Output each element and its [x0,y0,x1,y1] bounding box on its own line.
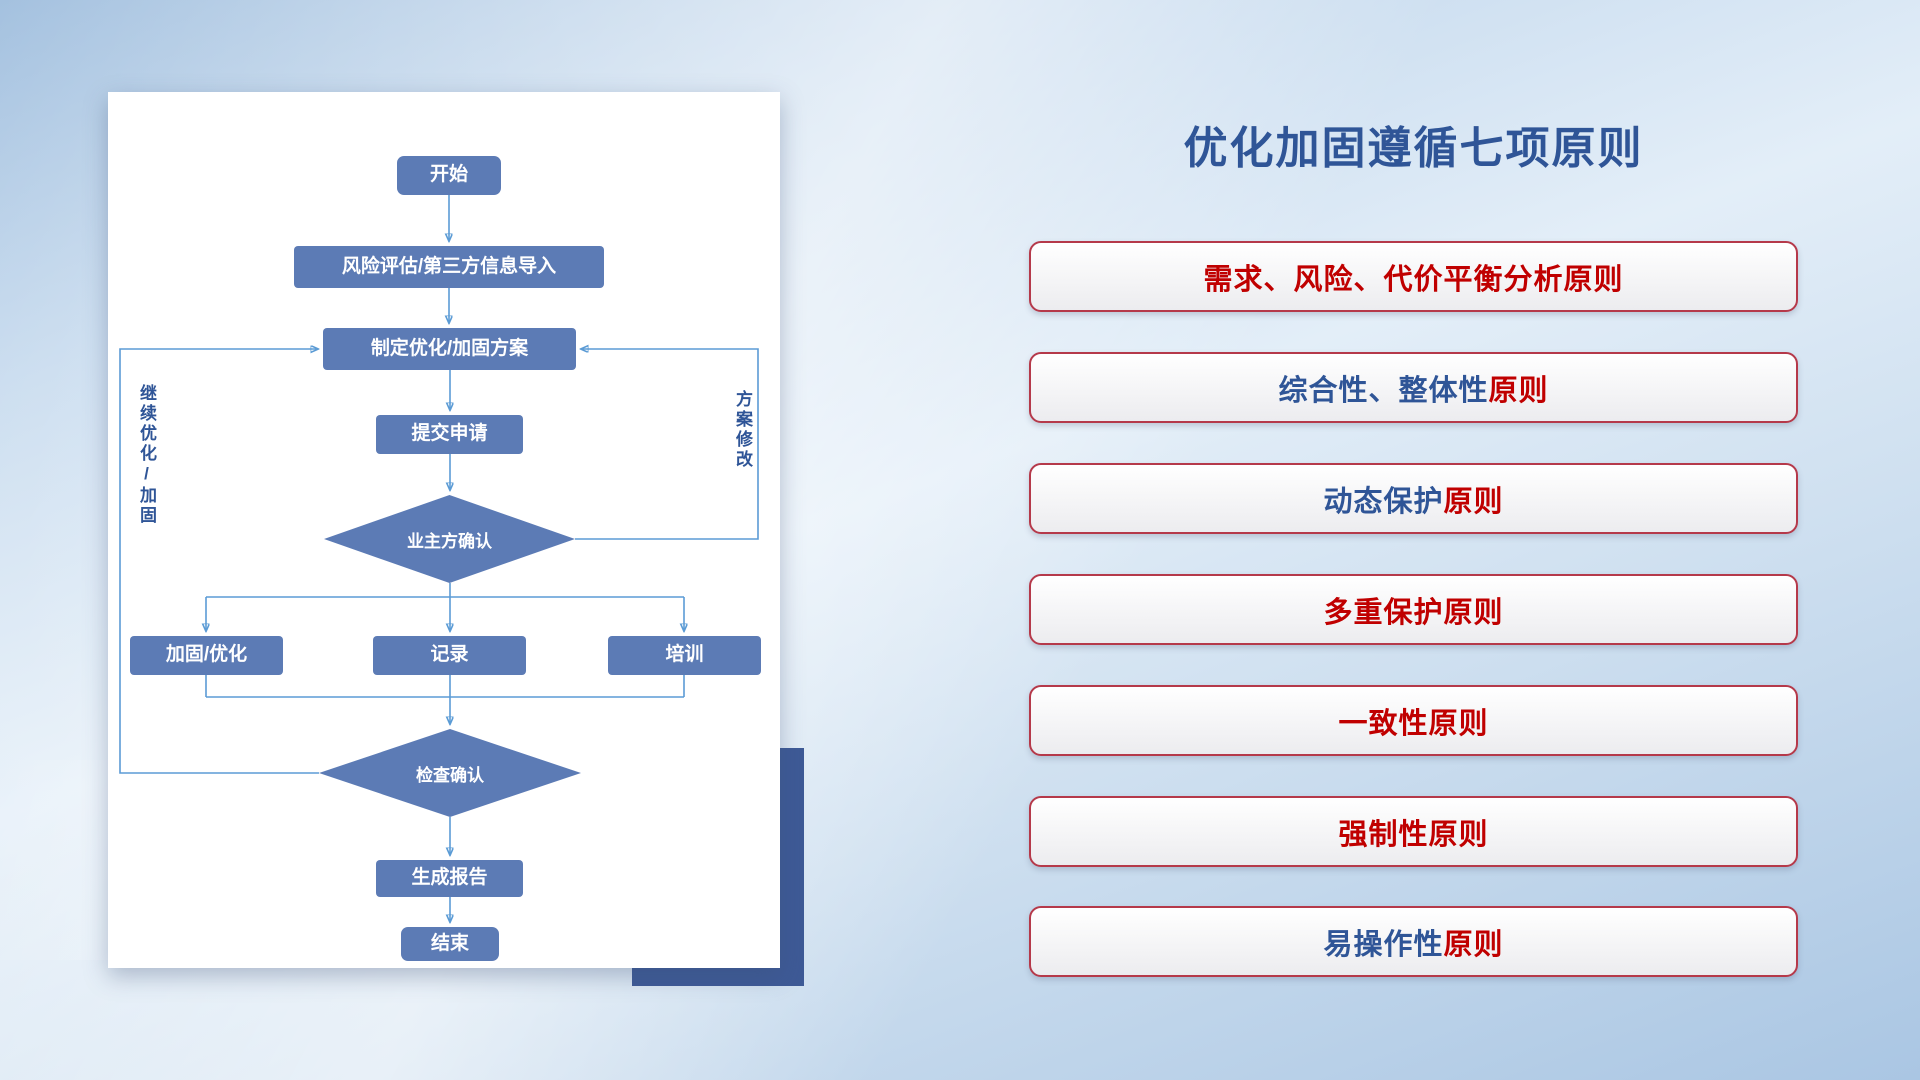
principle-box-5: 一致性原则 [1029,685,1798,756]
principles-panel: 优化加固遵循七项原则 需求、风险、代价平衡分析原则 综合性、整体性原则 动态保护… [1029,0,1798,1080]
flow-node-owner-confirm: 业主方确认 [324,495,575,583]
flowchart-card: 开始 风险评估/第三方信息导入 制定优化/加固方案 提交申请 业主方确认 加固/… [108,92,780,968]
principle-text: 综合性、整体性 [1278,374,1489,407]
principle-text: 易操作性 [1323,928,1444,961]
principle-text: 原则 [1443,928,1504,961]
flow-node-risk-assessment: 风险评估/第三方信息导入 [294,246,604,288]
principle-text: 需求、风险、代价平衡分析原则 [1203,263,1624,296]
flow-node-reinforce-optimize: 加固/优化 [130,636,283,675]
principle-text: 原则 [1488,374,1549,407]
flow-node-start: 开始 [397,156,501,195]
principle-text: 多重保护原则 [1323,596,1504,629]
flow-node-training: 培训 [608,636,761,675]
flow-node-owner-confirm-label: 业主方确认 [407,531,492,551]
principle-box-4: 多重保护原则 [1029,574,1798,645]
flow-node-check-confirm-label: 检查确认 [416,765,484,785]
principle-text: 动态保护 [1323,485,1444,518]
principle-box-2: 综合性、整体性原则 [1029,352,1798,423]
page-title: 优化加固遵循七项原则 [1183,124,1644,173]
flow-node-make-plan: 制定优化/加固方案 [323,328,576,370]
flow-node-generate-report: 生成报告 [376,860,523,897]
flow-node-check-confirm: 检查确认 [319,729,581,817]
principle-text: 一致性原则 [1338,707,1489,740]
principle-text: 原则 [1443,485,1504,518]
flow-node-submit-application: 提交申请 [376,415,523,454]
principle-box-7: 易操作性原则 [1029,906,1798,977]
flow-node-end: 结束 [401,927,499,961]
principle-box-1: 需求、风险、代价平衡分析原则 [1029,241,1798,312]
flow-node-record: 记录 [373,636,526,675]
principle-box-6: 强制性原则 [1029,796,1798,867]
principle-text: 强制性原则 [1338,818,1489,851]
loop-label-continue-optimize: 继续优化/加固 [137,384,156,526]
loop-label-plan-revision: 方案修改 [733,390,752,470]
principle-box-3: 动态保护原则 [1029,463,1798,534]
